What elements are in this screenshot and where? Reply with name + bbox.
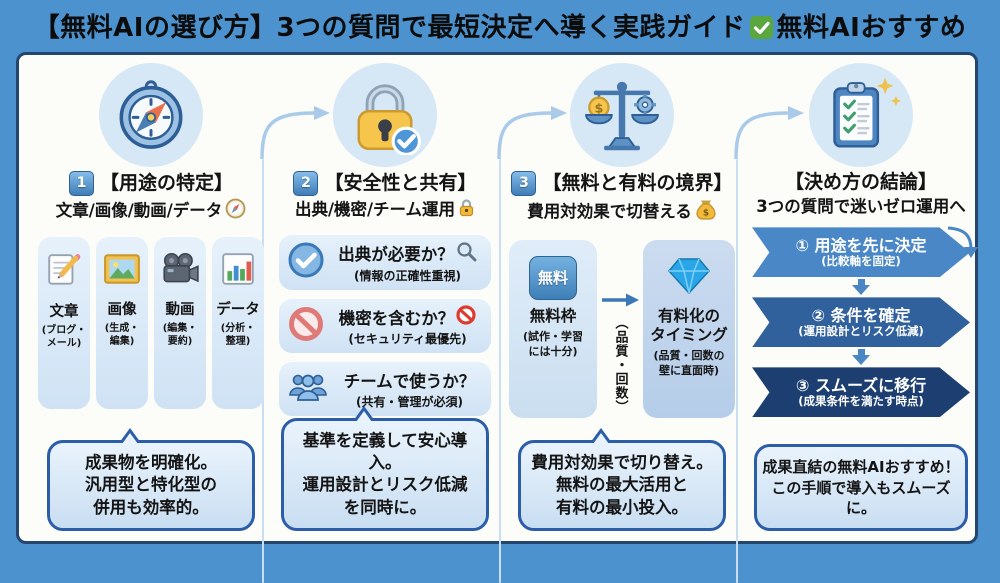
- free-tier-card: 無料 無料枠 (試作・学習 には十分): [509, 239, 597, 418]
- number-badge-3: 3: [511, 171, 537, 196]
- down-arrow-icon: [852, 279, 870, 296]
- use-case-video: 動画(編集・ 要約): [154, 236, 206, 409]
- number-badge-1: 1: [68, 171, 94, 196]
- safety-question-rows: 出典が必要か？(情報の正確性重視) 機密を含むか？(セキュリティ最優先) チーム…: [279, 234, 491, 416]
- gem-icon: [666, 256, 712, 300]
- bar-chart-icon: [220, 252, 256, 290]
- paid-timing-card: 有料化の タイミング (品質・回数の 壁に直面時): [643, 239, 735, 418]
- lock-small-icon: [458, 198, 475, 223]
- column-1-heading: 1【用途の特定】 文章/画像/動画/データ: [56, 171, 247, 225]
- step-2-banner: ② 条件を確定(運用設計とリスク低減): [752, 297, 970, 348]
- decision-steps: ① 用途を先に決定(比較軸を固定) ② 条件を確定(運用設計とリスク低減) ③ …: [752, 227, 970, 418]
- conclusion-box: 成果直結の無料AIおすすめ！ この手順で導入もスムーズに。: [754, 444, 968, 531]
- no-entry-icon: [287, 305, 325, 347]
- magnifier-icon: [456, 241, 477, 266]
- column-purpose: 1【用途の特定】 文章/画像/動画/データ 文章(ブログ・ メール) 画像(生成…: [35, 63, 267, 539]
- money-bag-icon: $: [695, 198, 717, 226]
- column-divider: [499, 159, 501, 583]
- content-panel: 1【用途の特定】 文章/画像/動画/データ 文章(ブログ・ メール) 画像(生成…: [16, 52, 978, 583]
- prohibited-small-icon: [456, 305, 476, 329]
- balance-scale-icon: $: [570, 63, 674, 167]
- column-4-heading: 【決め方の結論】 3つの質問で迷いゼロ運用へ: [756, 171, 966, 216]
- column-3-heading: 3【無料と有料の境界】 費用対効果で切替える$: [511, 171, 733, 226]
- column-free-paid-boundary: $ 3【無料と有料の境界】 費用対効果で切替える$ 無料 無料枠 (試作・学習 …: [507, 63, 737, 539]
- column-3-summary-bubble: 費用対効果で切り替え。 無料の最大活用と 有料の最小投入。: [518, 428, 726, 531]
- use-case-data: データ(分析・ 整理): [212, 236, 264, 409]
- clipboard-checklist-icon: [809, 63, 913, 167]
- column-divider: [736, 159, 738, 583]
- step-1-banner: ① 用途を先に決定(比較軸を固定): [752, 227, 970, 278]
- column-1-summary-bubble: 成果物を明確化。 汎用型と特化型の 併用も効率的。: [47, 428, 255, 531]
- right-arrow-icon: [600, 292, 640, 312]
- team-icon: [287, 369, 329, 409]
- question-team: チームで使うか？(共有・管理が必須): [279, 361, 491, 416]
- padlock-icon: [333, 63, 437, 167]
- svg-text:$: $: [703, 209, 709, 219]
- step-3-banner: ③ スムーズに移行(成果条件を満たす時点): [752, 367, 970, 418]
- column-2-heading: 2【安全性と共有】 出典/機密/チーム運用: [293, 171, 477, 223]
- free-vs-paid: 無料 無料枠 (試作・学習 には十分) （品質・回数） 有料化の タイミング (…: [509, 239, 735, 418]
- free-badge: 無料: [529, 255, 577, 300]
- header-to-steps-arrow: [947, 226, 978, 258]
- question-confidential: 機密を含むか？(セキュリティ最優先): [279, 298, 491, 353]
- compass-small-icon: [225, 198, 246, 225]
- number-badge-2: 2: [293, 171, 319, 196]
- question-source: 出典が必要か？(情報の正確性重視): [279, 234, 491, 290]
- column-safety: 2【安全性と共有】 出典/機密/チーム運用 出典が必要か？(情報の正確性重視) …: [269, 63, 501, 539]
- use-case-cards: 文章(ブログ・ メール) 画像(生成・ 編集) 動画(編集・ 要約) データ(分…: [38, 236, 264, 409]
- memo-icon: [45, 252, 83, 292]
- svg-text:$: $: [594, 101, 603, 116]
- down-arrow-icon: [852, 349, 870, 366]
- check-circle-icon: [287, 241, 325, 283]
- picture-icon: [103, 252, 141, 290]
- flow-arrow-1-2: [260, 106, 330, 160]
- column-2-summary-bubble: 基準を定義して安心導入。 運用設計とリスク低減 を同時に。: [281, 405, 489, 531]
- page-title: 【無料AIの選び方】3つの質問で最短決定へ導く実践ガイド無料AIおすすめ: [0, 7, 1000, 47]
- arrow-label: （品質・回数）: [612, 315, 628, 414]
- use-case-image: 画像(生成・ 編集): [96, 236, 148, 409]
- flow-arrow-2-3: [497, 106, 567, 160]
- check-mark-icon: [749, 15, 774, 47]
- movie-camera-icon: [160, 252, 200, 290]
- compass-icon: [99, 63, 203, 167]
- use-case-text: 文章(ブログ・ メール): [38, 236, 90, 409]
- column-conclusion: 【決め方の結論】 3つの質問で迷いゼロ運用へ ① 用途を先に決定(比較軸を固定)…: [745, 63, 977, 539]
- flow-arrow-3-4: [734, 106, 804, 160]
